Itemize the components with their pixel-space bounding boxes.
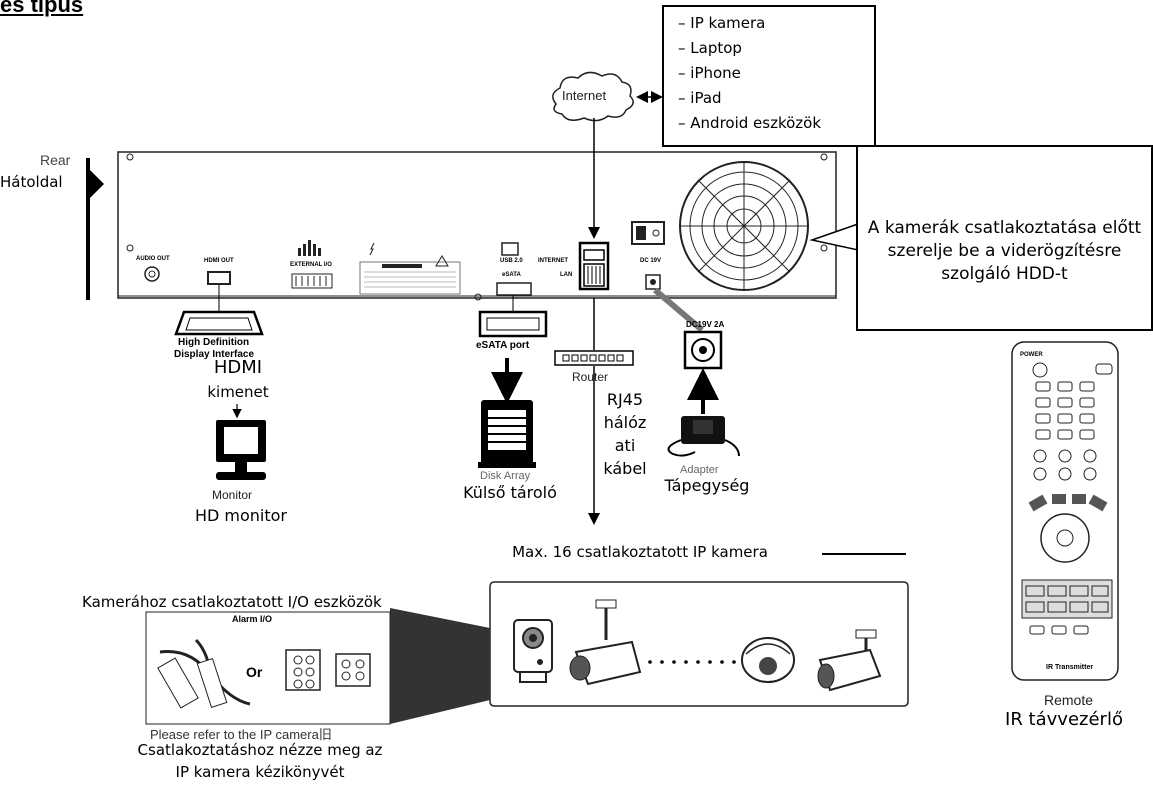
router-icon [554, 350, 634, 366]
remote-power-label: POWER [1020, 352, 1043, 358]
fan-grille [679, 161, 809, 291]
bullet-camera-icon [817, 629, 882, 692]
router-label: Router [572, 370, 609, 384]
remote-brand-label: IR Transmitter [1046, 664, 1094, 671]
device-ip-camera: IP kamera [678, 11, 874, 36]
panel-usb-label: USB 2.0 [500, 258, 523, 264]
rear-label-en: Rear [40, 152, 71, 168]
external-storage-label: Külső tároló [463, 483, 557, 502]
power-adapter-icon [667, 416, 740, 457]
max-cameras-label: Max. 16 csatlakoztatott IP kamera [512, 543, 768, 561]
hdd-note: A kamerák csatlakoztatása előtt szerelje… [867, 218, 1142, 284]
hdmi-connector-icon [174, 285, 264, 336]
device-laptop: Laptop [678, 36, 874, 61]
panel-ext-label: EXTERNAL I/O [290, 262, 332, 268]
alarm-io-panel [145, 611, 391, 725]
internet-cloud-icon [552, 71, 634, 122]
remote-devices-list: IP kamera Laptop iPhone iPad Android esz… [662, 5, 876, 147]
dc-jack-icon [683, 330, 723, 370]
esata-connector-icon [478, 295, 548, 338]
rear-label-hu: Hátoldal [0, 173, 63, 191]
cable-label-3: ati [614, 436, 636, 455]
io-note-label-2: IP kamera kézikönyvét [175, 763, 345, 781]
device-ipad: iPad [678, 86, 874, 111]
panel-lan-label: LAN [560, 272, 573, 278]
dc-port-label: DC19V 2A [686, 320, 725, 329]
panel-dc-label: DC 19V [640, 258, 662, 264]
panel-audio-label: AUDIO OUT [136, 256, 170, 262]
hdmi-hu-label-2: kimenet [207, 383, 269, 401]
hdmi-en-label-1: High Definition [178, 337, 250, 348]
alarm-io-label: Alarm I/O [232, 614, 273, 624]
monitor-label-hu: HD monitor [194, 506, 288, 525]
power-supply-label: Tápegység [664, 476, 750, 495]
cable-label-1: RJ45 [606, 390, 644, 409]
adapter-label: Adapter [680, 464, 719, 476]
panel-net-label: INTERNET [538, 258, 568, 264]
disk-array-icon [478, 400, 536, 468]
monitor-label-en: Monitor [212, 488, 253, 502]
internet-label: Internet [562, 88, 607, 103]
box-camera-icon [569, 599, 642, 686]
io-callout-pointer [390, 608, 490, 724]
esata-port-label: eSATA port [476, 340, 530, 351]
dome-camera-icon [741, 637, 795, 683]
hdmi-en-label-2: Display Interface [174, 349, 255, 360]
io-refer-label: Please refer to the IP camera旧 [150, 727, 332, 742]
device-android: Android eszközök [678, 111, 874, 136]
remote-control-icon [1011, 341, 1119, 681]
rear-indicator [86, 158, 104, 300]
remote-label-hu: IR távvezérlő [1005, 709, 1123, 730]
page-title: es típus [0, 0, 84, 17]
panel-esata-label: eSATA [502, 272, 521, 278]
ellipsis-dots [648, 660, 736, 664]
disk-array-label: Disk Array [480, 470, 531, 482]
io-devices-label: Kamerához csatlakoztatott I/O eszközök [82, 593, 382, 611]
monitor-icon [216, 420, 266, 480]
io-note-label-1: Csatlakoztatáshoz nézze meg az [137, 741, 383, 759]
hdmi-hu-label-1: HDMI [213, 357, 263, 378]
cube-camera-icon [513, 619, 553, 683]
remote-label-en: Remote [1044, 692, 1094, 708]
nvr-rear-panel [117, 151, 837, 301]
hdd-callout: A kamerák csatlakoztatása előtt szerelje… [856, 145, 1153, 331]
cable-label-2: hálóz [603, 413, 647, 432]
cable-label-4: kábel [603, 459, 647, 478]
or-label: Or [246, 664, 263, 680]
device-iphone: iPhone [678, 61, 874, 86]
panel-hdmi-label: HDMI OUT [204, 258, 234, 264]
